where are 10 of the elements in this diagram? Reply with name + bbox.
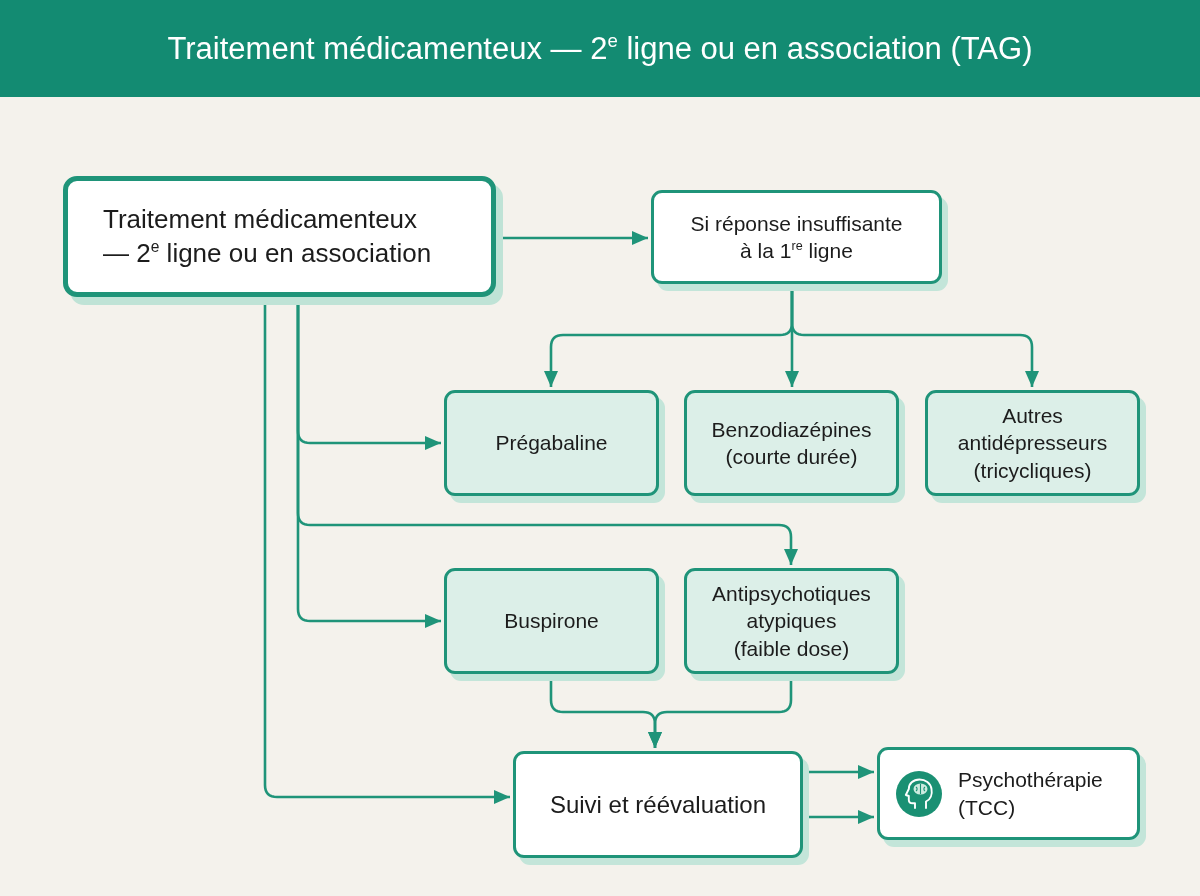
- node-label: Traitement médicamenteux — 2$^{e}$ ligne ou en association: [103, 202, 433, 270]
- node-label: Buspirone: [503, 608, 600, 635]
- node-label: Si réponse insuffisante à la 1$^{re}$ ligne: [689, 210, 904, 264]
- title: Traitement médicamenteux — 2$^{e}$ ligne ou en association (TAG): [167, 29, 1033, 68]
- node-label: Benzodiazépines (courte durée): [710, 416, 873, 470]
- node-label: Antipsychotiques atypiques (faible dose): [711, 581, 872, 662]
- node-label: Suivi et réévaluation: [548, 789, 768, 820]
- node-label: Autres antidépresseurs (tricycliques): [956, 403, 1109, 484]
- node-label: Prégabaline: [494, 430, 609, 457]
- node-label: Psychothérapie (TCC): [958, 767, 1104, 821]
